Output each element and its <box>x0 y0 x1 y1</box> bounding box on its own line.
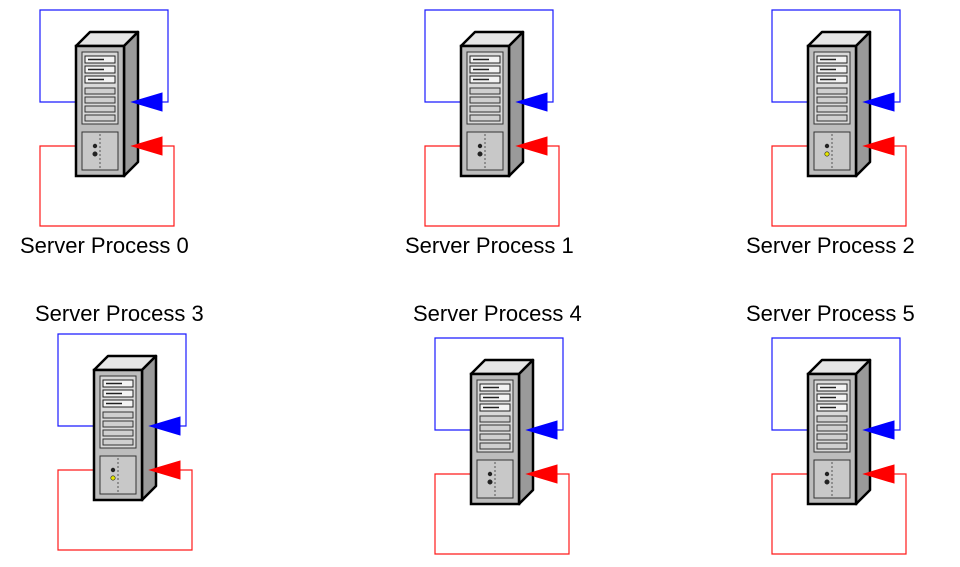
status-led-icon <box>92 151 98 157</box>
red-arrow-icon <box>862 464 895 484</box>
blue-arrow-icon <box>148 416 181 436</box>
drive-bay <box>469 87 501 95</box>
server-side-face <box>854 30 872 178</box>
drive-bay <box>84 87 116 95</box>
server-process-1-label: Server Process 1 <box>405 233 574 258</box>
drive-bay <box>84 105 116 113</box>
server-side-face <box>140 354 158 502</box>
red-loop-edge <box>39 145 175 227</box>
blue-loop-edge <box>434 337 564 431</box>
red-loop-edge <box>771 473 907 555</box>
status-led-icon <box>110 475 116 481</box>
drive-bay <box>469 96 501 104</box>
drive-bay <box>816 105 848 113</box>
drive-bay <box>479 424 511 432</box>
drive-bay <box>102 420 134 428</box>
power-button-icon <box>824 471 830 477</box>
server-tower-icon <box>74 30 140 178</box>
server-process-node <box>424 9 560 227</box>
blue-loop-edge <box>424 9 554 103</box>
drive-bay <box>816 442 848 450</box>
blue-arrow-icon <box>130 92 163 112</box>
server-process-0-label: Server Process 0 <box>20 233 189 258</box>
server-tower-icon <box>459 30 525 178</box>
server-side-face <box>517 358 535 506</box>
blue-arrow-icon <box>525 420 558 440</box>
server-process-node <box>39 9 175 227</box>
blue-loop-edge <box>39 9 169 103</box>
server-tower-icon <box>806 30 872 178</box>
red-loop-edge <box>424 145 560 227</box>
power-button-icon <box>477 143 483 149</box>
server-tower-icon <box>92 354 158 502</box>
red-loop-edge <box>57 469 193 551</box>
drive-bay <box>816 87 848 95</box>
power-button-icon <box>487 471 493 477</box>
drive-bay <box>479 415 511 423</box>
drive-bay <box>816 433 848 441</box>
blue-loop-edge <box>771 9 901 103</box>
server-process-5-label: Server Process 5 <box>746 301 915 326</box>
drive-bay <box>816 415 848 423</box>
power-button-icon <box>110 467 116 473</box>
drive-bay <box>102 429 134 437</box>
red-loop-edge <box>771 145 907 227</box>
server-process-node <box>434 337 570 555</box>
server-process-node <box>771 9 907 227</box>
server-side-face <box>507 30 525 178</box>
red-arrow-icon <box>130 136 163 156</box>
power-button-icon <box>824 143 830 149</box>
server-process-2-label: Server Process 2 <box>746 233 915 258</box>
red-arrow-icon <box>148 460 181 480</box>
drive-bay <box>84 114 116 122</box>
server-process-3-label: Server Process 3 <box>35 301 204 326</box>
server-process-node <box>57 333 193 551</box>
drive-bay <box>469 114 501 122</box>
server-tower-icon <box>806 358 872 506</box>
blue-loop-edge <box>771 337 901 431</box>
blue-arrow-icon <box>862 420 895 440</box>
drive-bay <box>479 433 511 441</box>
red-loop-edge <box>434 473 570 555</box>
drive-bay <box>469 105 501 113</box>
drive-bay <box>816 114 848 122</box>
status-led-icon <box>487 479 493 485</box>
status-led-icon <box>824 479 830 485</box>
server-side-face <box>854 358 872 506</box>
drive-bay <box>102 411 134 419</box>
red-arrow-icon <box>862 136 895 156</box>
server-tower-icon <box>469 358 535 506</box>
power-button-icon <box>92 143 98 149</box>
drive-bay <box>816 96 848 104</box>
blue-arrow-icon <box>862 92 895 112</box>
blue-arrow-icon <box>515 92 548 112</box>
blue-loop-edge <box>57 333 187 427</box>
server-process-node <box>771 337 907 555</box>
red-arrow-icon <box>515 136 548 156</box>
status-led-icon <box>824 151 830 157</box>
drive-bay <box>479 442 511 450</box>
drive-bay <box>102 438 134 446</box>
status-led-icon <box>477 151 483 157</box>
red-arrow-icon <box>525 464 558 484</box>
drive-bay <box>84 96 116 104</box>
server-side-face <box>122 30 140 178</box>
drive-bay <box>816 424 848 432</box>
server-process-4-label: Server Process 4 <box>413 301 582 326</box>
